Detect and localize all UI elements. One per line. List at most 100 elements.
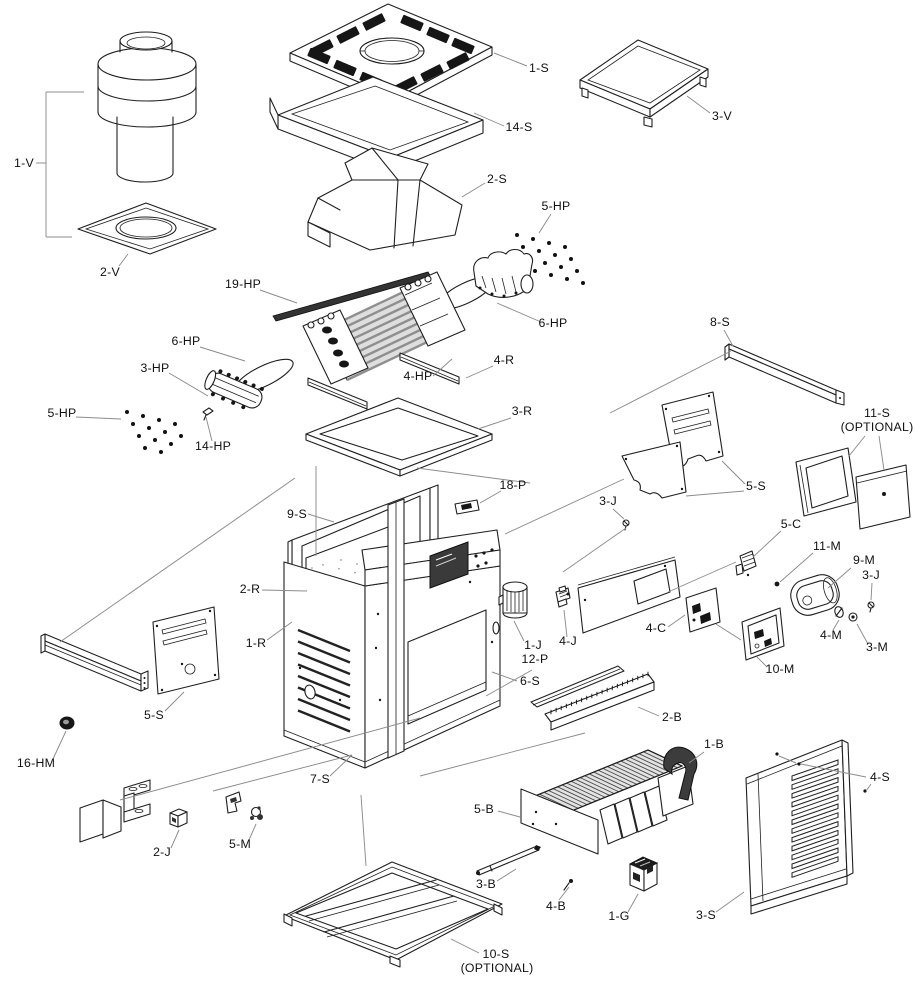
- base-pan: [283, 861, 503, 968]
- part-label-4-m: 4-M: [820, 628, 842, 642]
- part-label-3-m: 3-M: [866, 640, 888, 654]
- leader-line: [168, 372, 209, 397]
- part-label-2-s: 2-S: [487, 172, 507, 186]
- part-label-optional: (OPTIONAL): [841, 420, 914, 434]
- part-label-5-s: 5-S: [746, 479, 766, 493]
- hx-frame: [305, 397, 493, 477]
- small-plate: [454, 499, 480, 515]
- leader-line: [419, 732, 586, 777]
- pilot-tube: [476, 845, 541, 876]
- part-label-6-hp: 6-HP: [538, 316, 567, 330]
- screw-3j-right: [867, 601, 875, 613]
- leader-line: [473, 112, 505, 127]
- part-label-4-b: 4-B: [546, 899, 566, 913]
- part-label-6-s: 6-S: [520, 674, 540, 688]
- part-label-11-s: 11-S: [864, 406, 890, 420]
- leader-line: [205, 416, 213, 442]
- leader-line: [667, 561, 737, 593]
- burner-grid-stripes: [539, 751, 678, 811]
- display-panel: [685, 587, 721, 633]
- part-label-5-c: 5-C: [781, 517, 802, 531]
- part-label-2-j: 2-J: [153, 845, 171, 859]
- leader-line: [856, 623, 869, 645]
- leader-line: [170, 829, 180, 849]
- fastener-11m: [774, 581, 780, 587]
- burner-pipe: [663, 746, 698, 801]
- leader-line: [686, 95, 711, 114]
- leader-line: [865, 783, 872, 792]
- leader-line: [752, 530, 782, 558]
- louvered-panel: [745, 739, 854, 915]
- leader-line: [212, 754, 353, 792]
- part-label-19-hp: 19-HP: [225, 277, 261, 291]
- cabinet-front-face: [364, 565, 501, 769]
- flue-hood: [307, 147, 463, 251]
- leader-line: [848, 435, 866, 457]
- vent-cap: [97, 31, 197, 183]
- leader-line: [261, 589, 308, 592]
- part-label-2-v: 2-V: [100, 265, 120, 279]
- leader-line: [360, 794, 367, 867]
- vent-base-plate: [77, 202, 217, 255]
- part-label-1-r: 1-R: [246, 636, 267, 650]
- part-label-3-hp: 3-HP: [140, 361, 169, 375]
- leader-line: [513, 620, 525, 642]
- part-label-14-s: 14-S: [506, 120, 533, 134]
- part-label-4-c: 4-C: [646, 621, 667, 635]
- leader-line: [329, 754, 353, 777]
- part-label-18-p: 18-P: [500, 478, 527, 492]
- leader-line: [563, 609, 568, 638]
- leader-line: [715, 891, 745, 913]
- leader-line: [800, 763, 867, 778]
- leader-line: [637, 706, 660, 717]
- cabinet-left-face: [283, 561, 366, 769]
- leader-line: [667, 614, 686, 628]
- left-louvers: [297, 628, 351, 733]
- part-label-optional: (OPTIONAL): [461, 961, 534, 975]
- part-label-6-hp: 6-HP: [171, 334, 200, 348]
- leader-line: [538, 213, 552, 234]
- part-label-1-v: 1-V: [14, 156, 34, 170]
- part-label-4-j: 4-J: [559, 634, 577, 648]
- leader-line: [558, 886, 570, 901]
- switch: [735, 550, 757, 577]
- leader-line: [721, 460, 746, 485]
- leader-line: [248, 823, 257, 841]
- leader-line: [465, 365, 494, 379]
- leader-line: [497, 810, 521, 818]
- leader-line: [259, 289, 298, 304]
- part-label-3-b: 3-B: [476, 877, 496, 891]
- part-label-8-s: 8-S: [710, 315, 730, 329]
- grommet-4m: [834, 606, 844, 618]
- leader-line: [461, 182, 486, 198]
- part-label-10-s: 10-S: [483, 947, 510, 961]
- leader-line: [870, 582, 873, 601]
- part-label-4-s: 4-S: [870, 770, 890, 784]
- screw-field-left: [125, 410, 183, 454]
- part-label-12-p: 12-P: [522, 652, 549, 666]
- burner-tray-bracket: [530, 665, 655, 731]
- part-label-1-s: 1-S: [529, 61, 549, 75]
- leader-line: [685, 490, 745, 497]
- part-label-1-b: 1-B: [704, 737, 724, 751]
- leader-line: [832, 619, 840, 631]
- leader-line: [627, 893, 639, 913]
- display-box: [429, 541, 469, 589]
- leader-line: [491, 671, 518, 682]
- leader-line: [493, 52, 528, 67]
- cabinet: [283, 484, 501, 769]
- part-label-3-v: 3-V: [712, 109, 732, 123]
- part-label-4-hp: 4-HP: [403, 369, 432, 383]
- part-label-5-b: 5-B: [474, 802, 494, 816]
- optional-frame: [795, 447, 911, 530]
- ignitor-cylinder: [498, 581, 528, 619]
- left-rail: [40, 633, 149, 692]
- part-label-5-s: 5-S: [144, 708, 164, 722]
- leader-line: [496, 302, 542, 323]
- part-label-14-hp: 14-HP: [195, 439, 231, 453]
- junction-brackets: [79, 779, 188, 843]
- leader-line: [199, 346, 246, 362]
- panel-screws: [775, 752, 867, 793]
